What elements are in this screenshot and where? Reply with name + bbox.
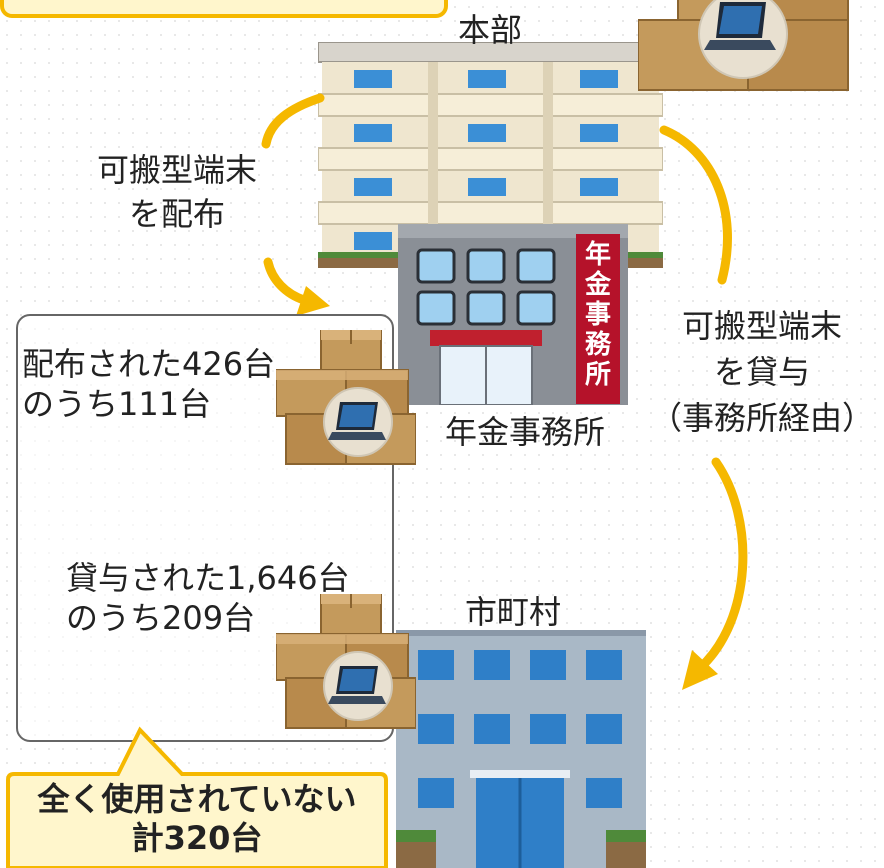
distribute-label-line2: を配布 — [128, 195, 225, 233]
pension-office-building — [398, 220, 628, 405]
callout-line1: 全く使用されていない — [37, 780, 357, 818]
lent-count-line2: のうち209台 — [66, 599, 256, 637]
box-stack-lent — [276, 594, 416, 730]
lend-arrow-lower — [695, 457, 748, 673]
distribute-label-line1: 可搬型端末 — [96, 151, 257, 189]
distribute-arrow-lower — [263, 257, 309, 305]
lend-label-line3: （事務所経由） — [649, 399, 874, 437]
pension-office-sign: 年金事務所 — [584, 240, 611, 390]
distribute-arrowhead — [296, 286, 330, 316]
lend-label-line1: 可搬型端末 — [681, 307, 842, 345]
distributed-count: 配布された426台 のうち111台 — [22, 344, 275, 424]
hq-label: 本部 — [457, 11, 522, 49]
top-callout-fragment — [0, 0, 448, 18]
municipality-building — [396, 630, 646, 868]
pension-office-label: 年金事務所 — [444, 413, 605, 451]
distributed-count-line2: のうち111台 — [22, 385, 212, 423]
box-stack-distributed — [276, 330, 416, 466]
distributed-count-line1: 配布された426台 — [22, 345, 276, 383]
lend-arrowhead — [682, 650, 718, 690]
municipality-label: 市町村 — [464, 593, 561, 631]
distribute-arrow-upper — [261, 93, 325, 149]
lent-count-line1: 貸与された1,646台 — [66, 559, 350, 597]
lent-count: 貸与された1,646台 のうち209台 — [66, 558, 350, 638]
lend-label: 可搬型端末 を貸与 （事務所経由） — [640, 306, 884, 438]
distribute-label: 可搬型端末 を配布 — [62, 150, 292, 234]
callout-bubble — [6, 726, 388, 868]
lend-arrow-upper — [659, 125, 732, 285]
box-stack-hq — [638, 0, 858, 102]
hq-building — [318, 42, 663, 274]
callout-line2: 計320台 — [131, 819, 263, 857]
lend-label-line2: を貸与 — [713, 353, 810, 391]
callout-text: 全く使用されていない 計320台 — [8, 780, 386, 858]
